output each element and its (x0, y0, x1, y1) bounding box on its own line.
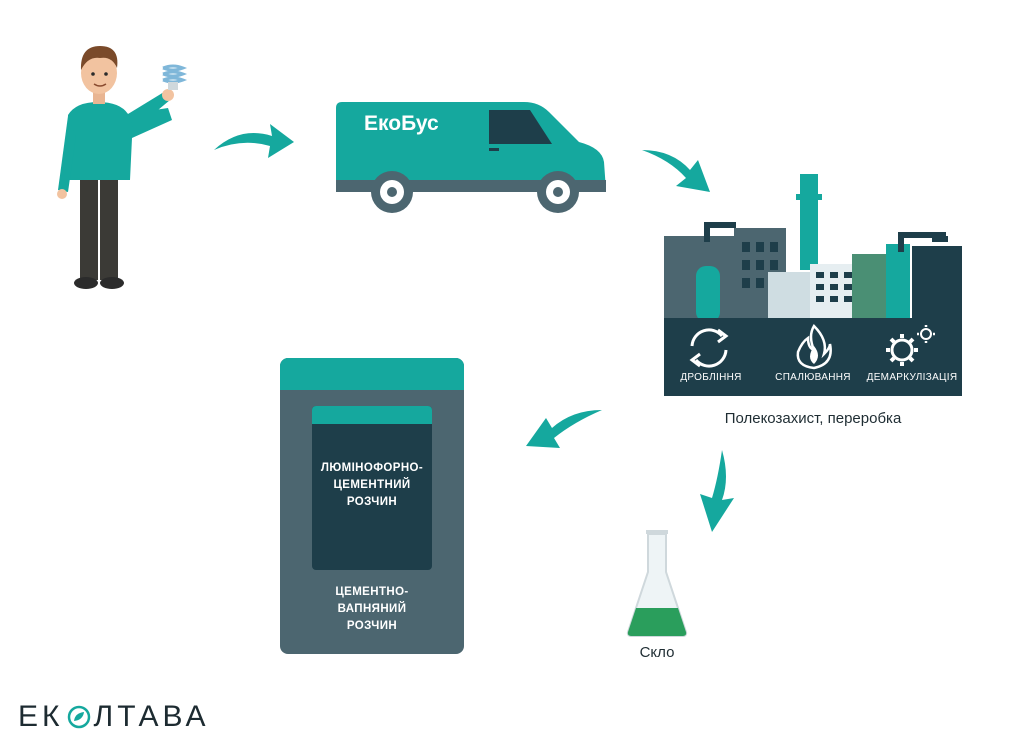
van-illustration (336, 102, 606, 213)
step-label-demarking: ДЕМАРКУЛІЗАЦІЯ (866, 372, 958, 383)
bag-inner-label: ЛЮМІНОФОРНО- ЦЕМЕНТНИЙ РОЗЧИН (312, 406, 432, 570)
gears-icon (886, 325, 935, 366)
outer-line-1: ЦЕМЕНТНО- (335, 586, 409, 598)
logo-text-right: ЛТАВА (93, 700, 210, 733)
outer-line-3: РОЗЧИН (346, 620, 398, 632)
arrow-person-to-van-icon (214, 124, 294, 158)
logo-text-left: ЕК (18, 700, 64, 733)
flame-icon (796, 323, 832, 370)
arrow-van-to-factory-icon (642, 150, 710, 192)
leaf-globe-icon (67, 705, 90, 729)
factory-steps-panel: ДРОБЛІННЯ СПАЛЮВАННЯ ДЕМАРКУЛІЗАЦІЯ (664, 320, 962, 396)
inner-line-2: ЦЕМЕНТНИЙ (333, 479, 411, 491)
arrow-factory-to-bag-icon (526, 410, 602, 448)
factory-caption: Полекозахист, переробка (724, 410, 902, 427)
bag-top-band (280, 358, 464, 390)
step-label-incineration: СПАЛЮВАННЯ (775, 372, 851, 383)
outer-line-2: ВАПНЯНИЙ (337, 603, 407, 615)
factory-illustration (664, 174, 962, 322)
inner-line-1: ЛЮМІНОФОРНО- (320, 462, 424, 474)
arrow-factory-to-flask-icon (700, 450, 734, 532)
flask-caption: Скло (639, 644, 675, 661)
step-label-crushing: ДРОБЛІННЯ (680, 372, 742, 383)
person-illustration (57, 46, 188, 289)
mortar-bag: ЛЮМІНОФОРНО- ЦЕМЕНТНИЙ РОЗЧИН ЦЕМЕНТНО- … (280, 358, 464, 654)
energy-saving-bulb-icon (162, 64, 188, 90)
recycle-icon (689, 328, 729, 368)
inner-line-3: РОЗЧИН (346, 496, 398, 508)
glass-flask-icon (626, 530, 688, 637)
ekoltava-logo: ЕК ЛТАВА (18, 700, 210, 734)
van-label: ЕкоБус (364, 112, 439, 135)
